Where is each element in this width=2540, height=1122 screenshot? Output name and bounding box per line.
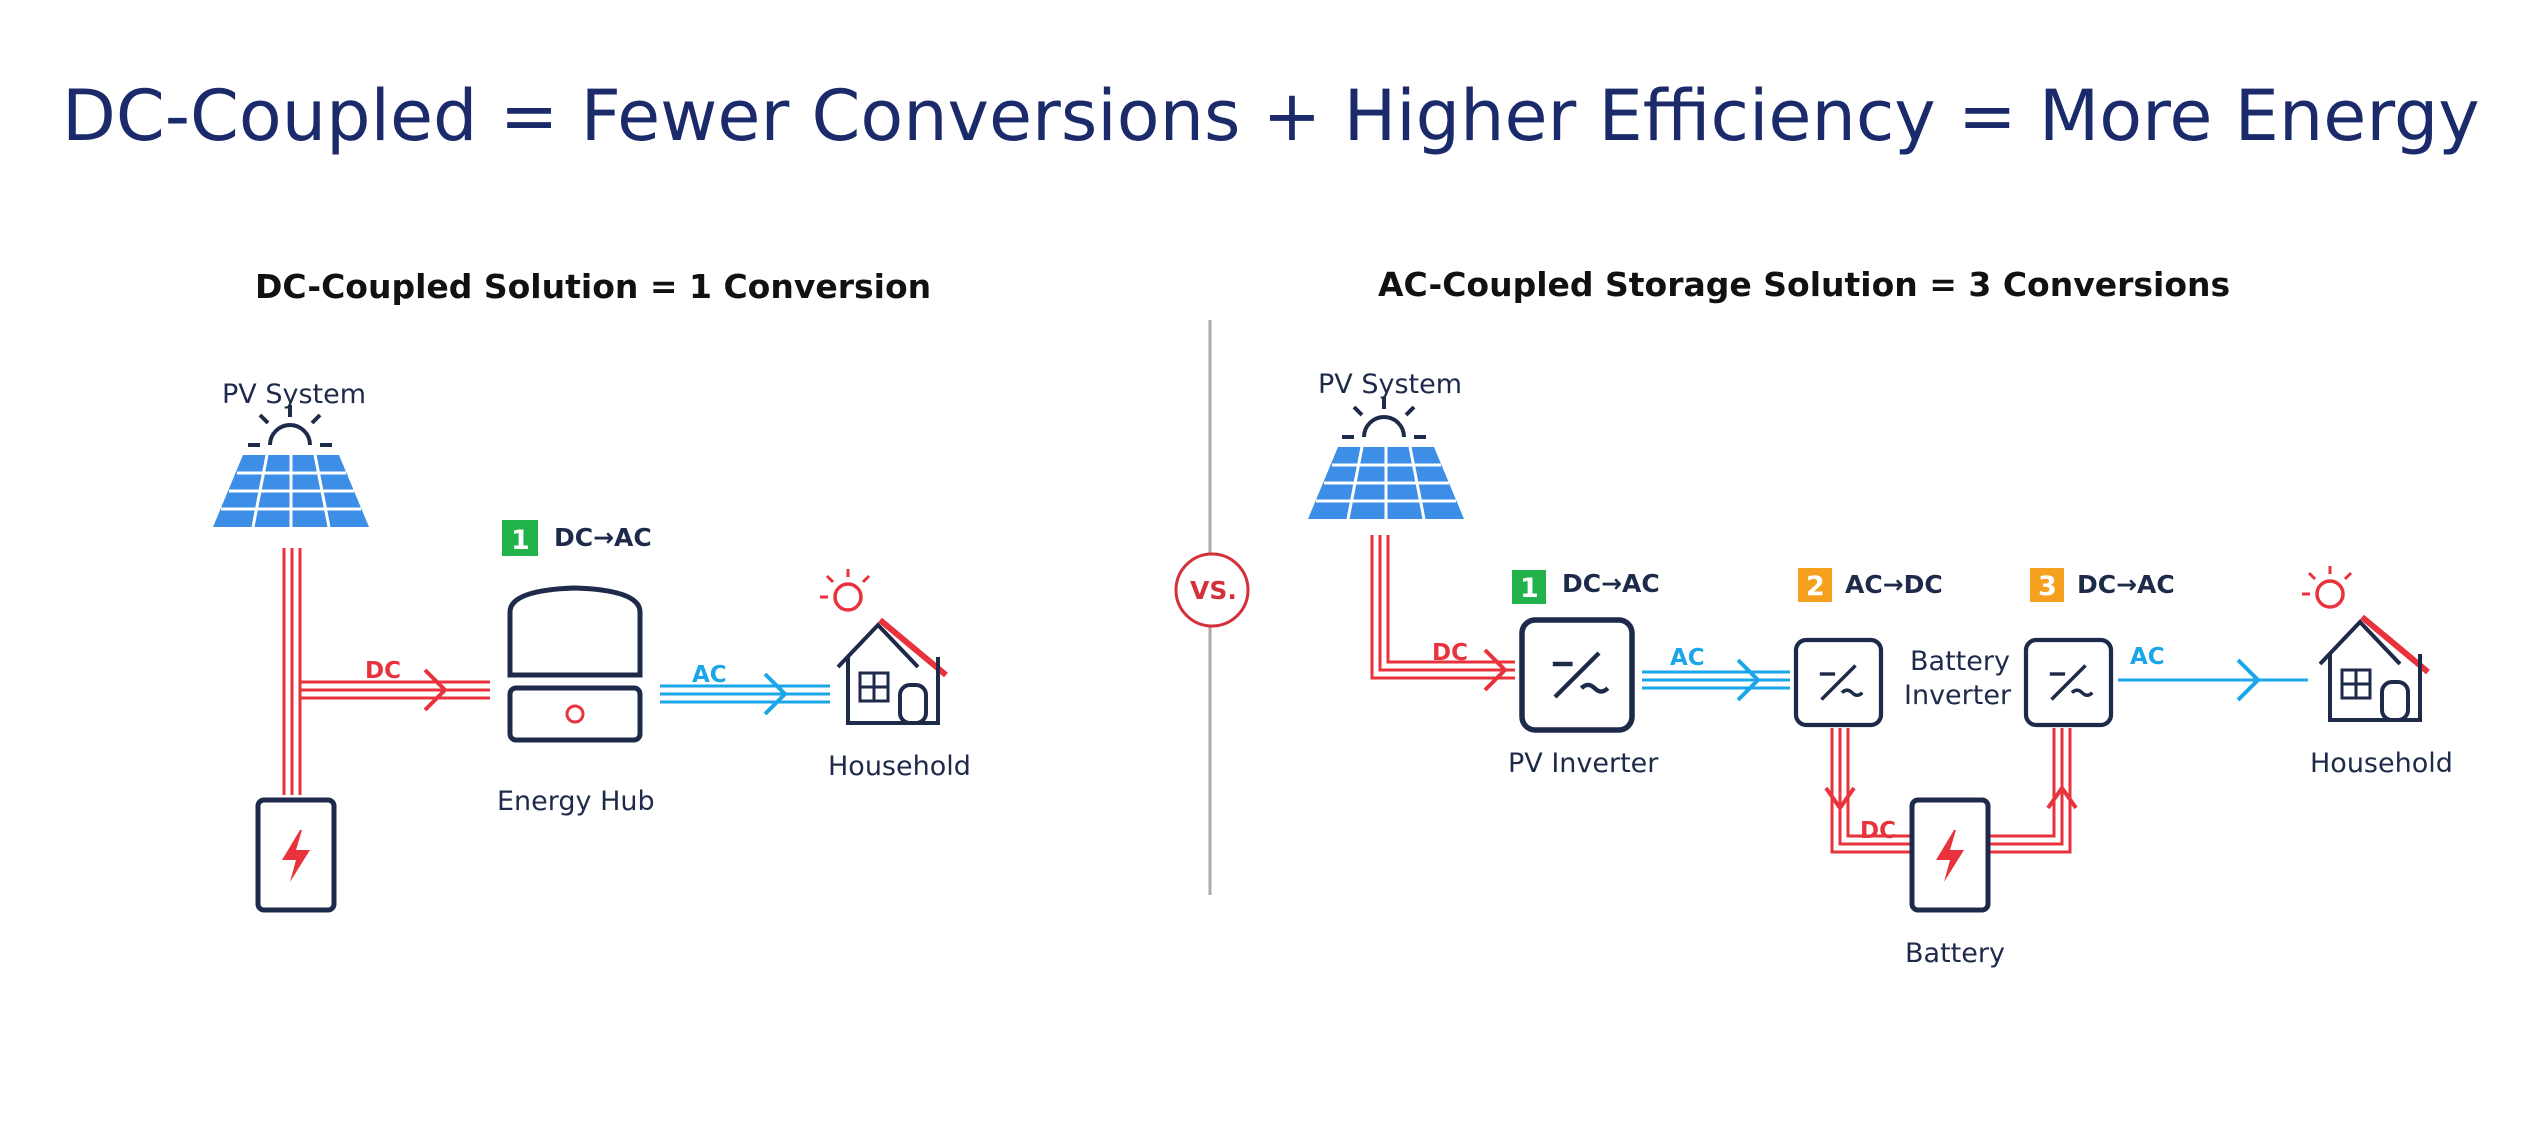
sun-icon [246, 403, 334, 447]
left-pv-label: PV System [222, 379, 366, 410]
solar-panel-icon [1306, 445, 1466, 521]
step-conversion: DC→AC [1562, 569, 1660, 598]
step-badge [502, 520, 538, 556]
battery-inverter-label-2: Inverter [1904, 680, 2012, 711]
left-heading: DC-Coupled Solution = 1 Conversion [255, 267, 931, 306]
right-ac-line-1 [1642, 658, 1790, 702]
vs-label: VS. [1190, 576, 1237, 605]
right-ac-line-2 [2118, 658, 2308, 702]
inverter-icon [1522, 620, 1632, 730]
battery-icon [258, 800, 334, 910]
step-badge [2030, 568, 2064, 602]
battery-label: Battery [1905, 938, 2005, 969]
energy-hub-icon [507, 585, 643, 743]
right-pv-label: PV System [1318, 369, 1462, 400]
house-icon [2302, 566, 2428, 720]
right-household-label: Household [2310, 748, 2453, 779]
inverter-icon [1796, 640, 1881, 725]
right-heading: AC-Coupled Storage Solution = 3 Conversi… [1378, 265, 2230, 304]
step-badge [1798, 568, 1832, 602]
sun-icon [1340, 395, 1428, 439]
right-dc-label-2: DC [1860, 818, 1896, 844]
battery-icon [1912, 800, 1988, 910]
left-dc-line [282, 548, 490, 795]
left-ac-line [660, 672, 830, 716]
right-ac-label-2: AC [2130, 644, 2165, 670]
step-conversion: AC→DC [1845, 570, 1943, 599]
right-dc-loop [1824, 728, 2078, 854]
house-icon [820, 569, 946, 723]
right-dc-label-1: DC [1432, 640, 1468, 666]
vs-badge [1174, 552, 1250, 628]
inverter-icon [2026, 640, 2111, 725]
energy-hub-label: Energy Hub [497, 786, 655, 817]
step-conversion: DC→AC [2077, 570, 2175, 599]
step-conversion: DC→AC [554, 523, 652, 552]
step-number: 2 [1806, 571, 1825, 602]
step-badge [1512, 570, 1546, 604]
step-number: 1 [511, 525, 530, 556]
left-dc-label: DC [365, 658, 401, 684]
step-number: 3 [2038, 571, 2057, 602]
left-ac-label: AC [692, 662, 727, 688]
step-number: 1 [1520, 573, 1539, 604]
pv-inverter-label: PV Inverter [1508, 748, 1659, 779]
right-ac-label-1: AC [1670, 645, 1705, 671]
main-title: DC-Coupled = Fewer Conversions + Higher … [62, 75, 2480, 157]
battery-inverter-label-1: Battery [1910, 646, 2010, 677]
left-household-label: Household [828, 751, 971, 782]
solar-panel-icon [211, 453, 371, 529]
right-dc-line [1370, 535, 1515, 692]
